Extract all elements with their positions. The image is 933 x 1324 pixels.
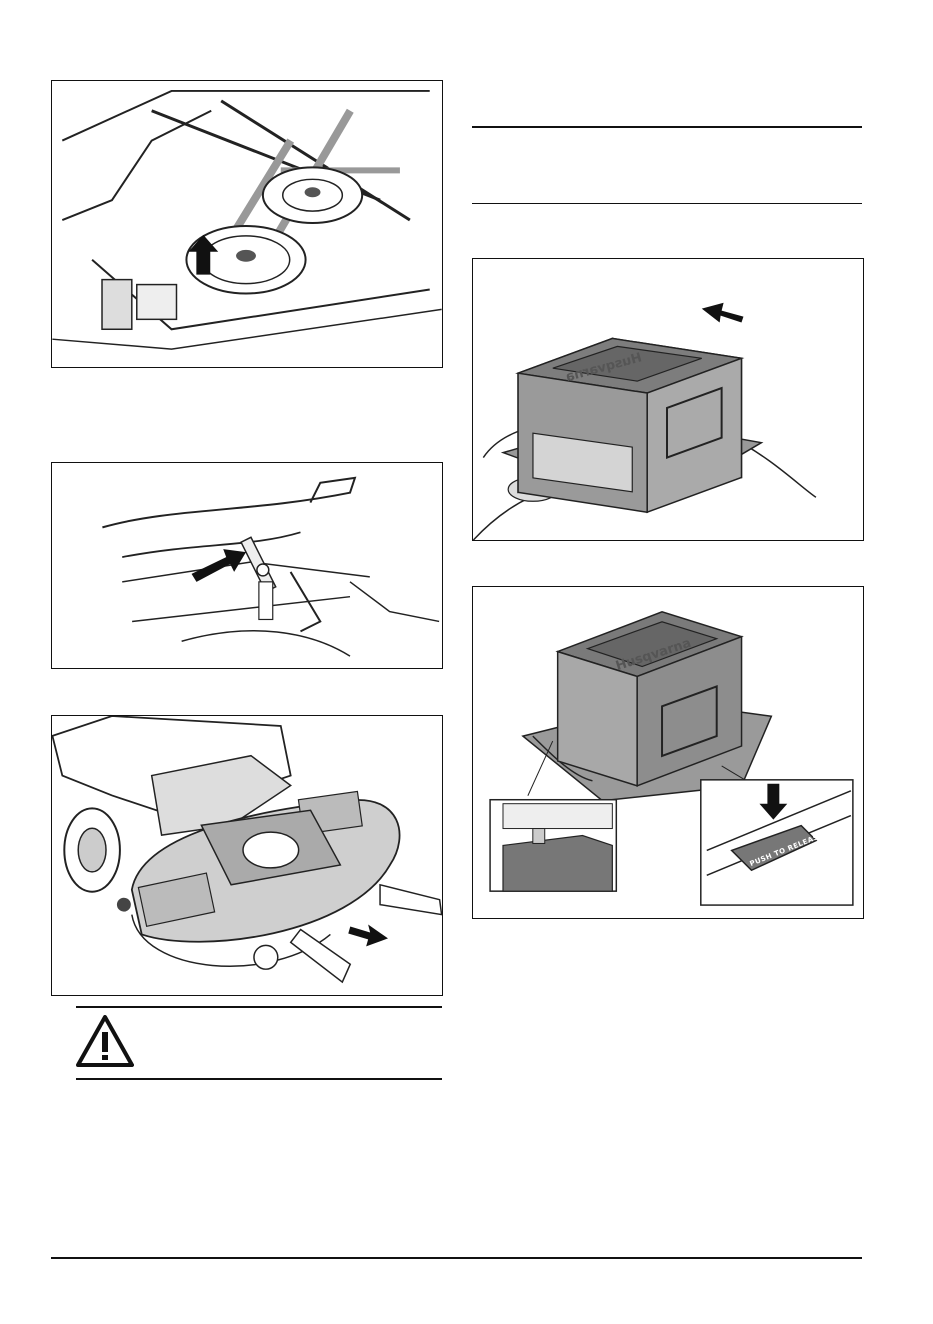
- box-mount-illustration: Husqvarna: [473, 259, 863, 540]
- footer-rule: [51, 1257, 862, 1259]
- figure-deck-removal: [51, 715, 443, 996]
- warning-top-rule: [76, 1006, 442, 1008]
- figure-belt-pulley: [51, 80, 443, 368]
- right-arrow-icon: [192, 549, 246, 582]
- right-down-arrow-icon: [348, 925, 388, 947]
- figure-box-release: Husqvarna PUSH TO RELEASE: [472, 586, 864, 919]
- section-bottom-rule: [472, 203, 862, 204]
- belt-pulley-illustration: [52, 81, 442, 367]
- deck-removal-illustration: [52, 716, 442, 995]
- box-release-illustration: Husqvarna PUSH TO RELEASE: [473, 587, 863, 918]
- figure-lever: [51, 462, 443, 669]
- lever-illustration: [52, 463, 442, 668]
- figure-box-mount: Husqvarna: [472, 258, 864, 541]
- warning-bottom-rule: [76, 1078, 442, 1080]
- section-top-rule: [472, 126, 862, 128]
- left-arrow-icon: [702, 303, 744, 323]
- warning-triangle-icon: [76, 1015, 134, 1067]
